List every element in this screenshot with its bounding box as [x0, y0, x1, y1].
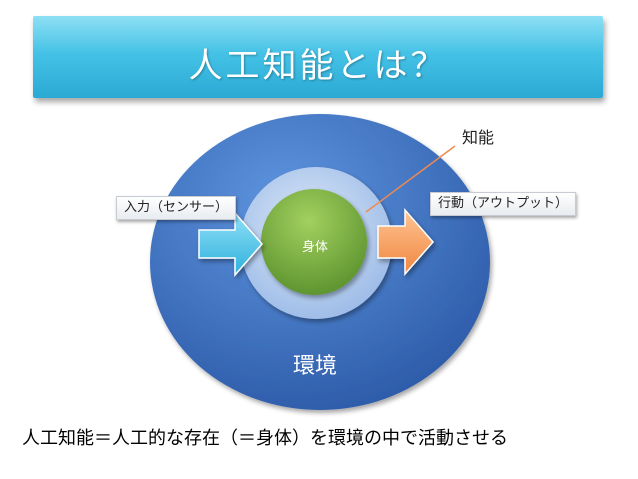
input-label-box: 入力（センサー）: [116, 196, 237, 220]
intelligence-label: 知能: [462, 128, 495, 147]
body-circle: [261, 189, 367, 295]
intelligence-pointer-line: [365, 145, 456, 213]
body-label: 身体: [301, 240, 328, 255]
output-label-box: 行動（アウトプット）: [430, 192, 577, 216]
caption-text: 人工知能＝人工的な存在（＝身体）を環境の中で活動させる: [22, 428, 508, 449]
page-title: 人工知能とは？: [188, 46, 448, 86]
output-arrow: [377, 208, 434, 276]
input-arrow: [198, 210, 263, 278]
title-banner: 人工知能とは？: [33, 16, 603, 98]
environment-label: 環境: [292, 354, 337, 379]
